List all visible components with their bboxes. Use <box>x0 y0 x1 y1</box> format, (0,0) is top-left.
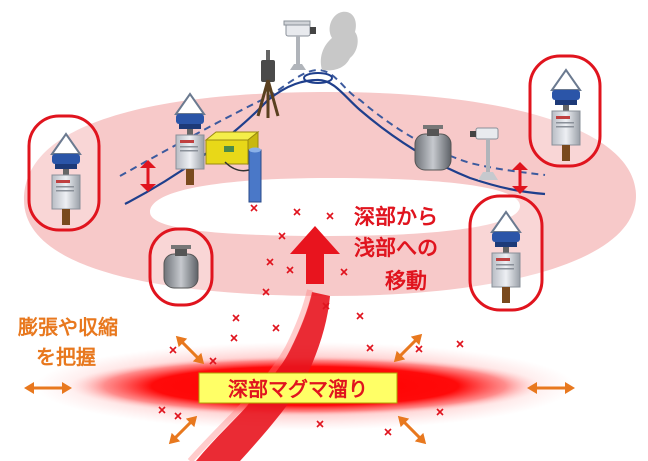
upward-migration-arrow <box>290 226 340 284</box>
expansion-label-line1: 膨張や収縮 <box>17 315 118 339</box>
station-circle-right <box>468 194 544 312</box>
migration-label-line3: 移動 <box>385 269 427 293</box>
migration-label-line2: 浅部への <box>354 236 438 260</box>
borehole-sensor-icon <box>224 147 262 203</box>
uplift-arrow-right <box>512 162 528 194</box>
station-circle-left <box>27 114 101 232</box>
camera-icon <box>470 127 499 180</box>
gas-tank-icon <box>414 125 452 171</box>
earthquake-markers <box>158 204 464 436</box>
magma-label-box <box>198 372 398 404</box>
volcanic-plume-icon <box>320 11 358 71</box>
magma-chamber-label: 深部マグマ溜り <box>228 377 368 401</box>
magma-conduit-glow <box>187 289 313 461</box>
expansion-arrows <box>24 333 575 445</box>
camera-icon <box>283 20 316 70</box>
expansion-text: 膨張や収縮 を把握 <box>17 315 118 369</box>
tiltmeter-icon <box>256 50 280 118</box>
migration-text: 深部から 浅部への 移動 <box>354 205 438 293</box>
station-circle-topright <box>528 54 602 168</box>
expansion-label-line2: を把握 <box>36 345 96 369</box>
migration-label-line1: 深部から <box>354 205 438 229</box>
station-circle-gas <box>148 227 214 307</box>
uplift-arrow-left <box>140 160 156 192</box>
crater <box>303 72 333 84</box>
